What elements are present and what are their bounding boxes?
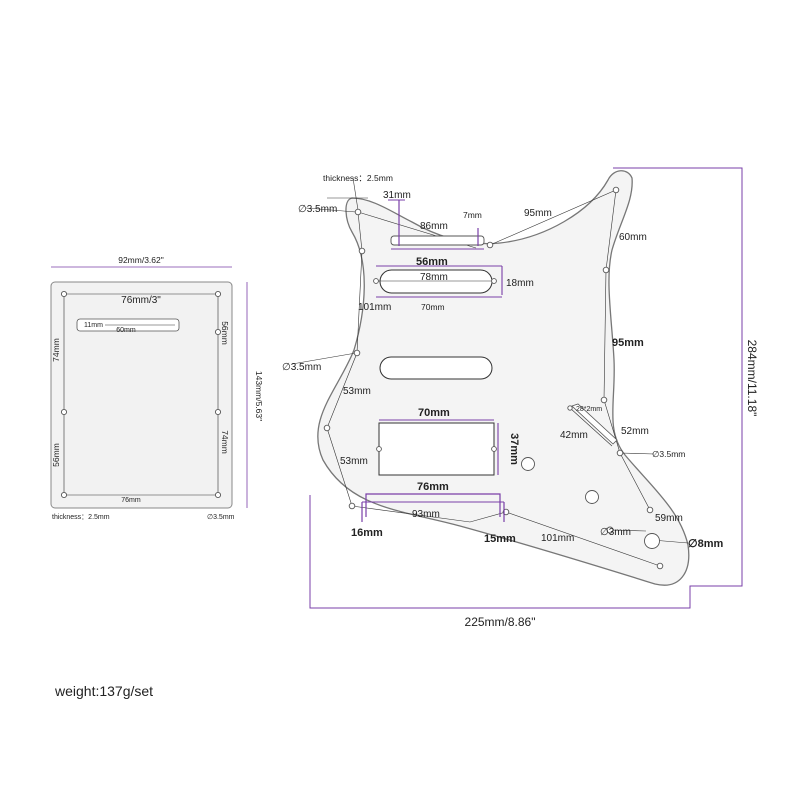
hole-right-label: ∅3.5mm <box>652 449 685 459</box>
screw-hole <box>646 506 654 514</box>
screw-hole <box>354 208 362 216</box>
screw-hole <box>616 449 624 457</box>
pickguard-screw-holes <box>323 186 664 570</box>
screw-hole <box>491 278 497 284</box>
leader-hole-mid-left <box>291 352 357 365</box>
hole-mid-left-label: ∅3.5mm <box>282 362 321 373</box>
pot-hole <box>521 457 535 471</box>
backplate-screw-holes <box>60 290 222 499</box>
backplate-width-label: 92mm/3.62" <box>118 255 164 265</box>
screw-hole <box>214 328 222 336</box>
backplate-right-top-label: 56mm <box>220 321 230 345</box>
dim-42-label: 42mm <box>560 430 588 441</box>
dim-70-hum-label: 70mm <box>418 407 450 419</box>
dim-7-label: 7mm <box>463 210 482 220</box>
dim-18-label: 18mm <box>506 278 534 289</box>
leader-hole-small <box>609 529 647 532</box>
screw-hole <box>376 446 382 452</box>
neck-cutout <box>390 235 485 246</box>
dim-52-label: 52mm <box>621 426 649 437</box>
backplate-slot-small-label: 11mm <box>84 322 103 329</box>
backplate-slot-long-label: 60mm <box>116 327 136 334</box>
leader-hole-right <box>619 452 655 455</box>
screw-hole <box>600 396 608 404</box>
dim-59-label: 59mm <box>655 513 683 524</box>
overall-height-label: 284mm/11.18" <box>745 340 759 417</box>
dim-101-bottom-label: 101mm <box>541 533 574 544</box>
dim-95-top-label: 95mm <box>524 208 552 219</box>
dim-53-upper-label: 53mm <box>343 386 371 397</box>
screw-hole <box>612 186 620 194</box>
hole-small-label: ∅3mm <box>600 527 631 538</box>
backplate-hole-label: ∅3.5mm <box>207 514 235 521</box>
screw-hole <box>656 562 664 570</box>
dim-93-label: 93mm <box>412 509 440 520</box>
screw-hole <box>358 247 366 255</box>
backplate-inner-width-label: 76mm/3" <box>121 295 161 306</box>
leader-hole-top-left <box>305 207 357 213</box>
dim-53-lower-label: 53mm <box>340 456 368 467</box>
dim-56-label: 56mm <box>416 256 448 268</box>
screw-hole <box>60 408 68 416</box>
switch-line <box>569 407 613 447</box>
backplate-left-bottom-label: 56mm <box>51 443 61 467</box>
pot-hole <box>585 490 599 504</box>
dim-95-right-label: 95mm <box>612 337 644 349</box>
screw-hole <box>214 290 222 298</box>
backplate: 92mm/3.62" 143mm/5.63" 76mm/3" 11mm 60mm… <box>50 255 264 521</box>
screw-hole <box>323 424 331 432</box>
backplate-height-label: 143mm/5.63" <box>254 371 264 421</box>
small-hole <box>606 526 614 534</box>
dim-16-label: 16mm <box>351 527 383 539</box>
pickguard-thickness-label: thickness：2.5mm <box>323 173 393 183</box>
dim-76-label: 76mm <box>417 481 449 493</box>
dim-76-line <box>365 493 501 517</box>
humbucker-route <box>378 422 495 476</box>
screw-hole <box>486 241 494 249</box>
dim-31-label: 31mm <box>383 190 411 201</box>
dim-101-left-label: 101mm <box>358 302 391 313</box>
dim-15-label: 15mm <box>484 533 516 545</box>
dim-37-label: 37mm <box>508 433 520 465</box>
switch-slot <box>571 403 618 445</box>
screw-hole <box>60 290 68 298</box>
dim-86-label: 86mm <box>420 221 448 232</box>
screw-hole <box>491 446 497 452</box>
dim-70-small-label: 70mm <box>421 302 445 312</box>
jack-hole <box>644 533 660 549</box>
backplate-plate <box>50 281 233 509</box>
leader-thickness <box>352 177 359 211</box>
middle-pickup-route <box>379 356 493 380</box>
screw-hole <box>353 349 361 357</box>
screw-hole <box>567 405 573 411</box>
dim-28x2-label: 28*2mm <box>576 406 602 413</box>
pickguard: 225mm/8.86" 284mm/11.18" <box>282 167 759 629</box>
screw-hole <box>602 266 610 274</box>
screw-hole <box>214 408 222 416</box>
screw-line-right <box>489 189 651 511</box>
hole-jack-label: ∅8mm <box>688 538 723 550</box>
backplate-right-bottom-label: 74mm <box>220 430 230 454</box>
weight-label: weight:137g/set <box>54 683 153 699</box>
hole-top-left-label: ∅3.5mm <box>298 204 337 215</box>
overall-width-label: 225mm/8.86" <box>465 615 536 629</box>
screw-hole <box>60 491 68 499</box>
dim-78-label: 78mm <box>420 272 448 283</box>
backplate-bottom-label: 76mm <box>121 497 141 504</box>
backplate-thickness-label: thickness：2.5mm <box>52 514 110 521</box>
overall-dimension-frame <box>309 167 743 609</box>
screw-hole <box>373 278 379 284</box>
backplate-left-top-label: 74mm <box>51 338 61 362</box>
screw-hole <box>348 502 356 510</box>
dim-60-label: 60mm <box>619 232 647 243</box>
screw-hole <box>214 491 222 499</box>
